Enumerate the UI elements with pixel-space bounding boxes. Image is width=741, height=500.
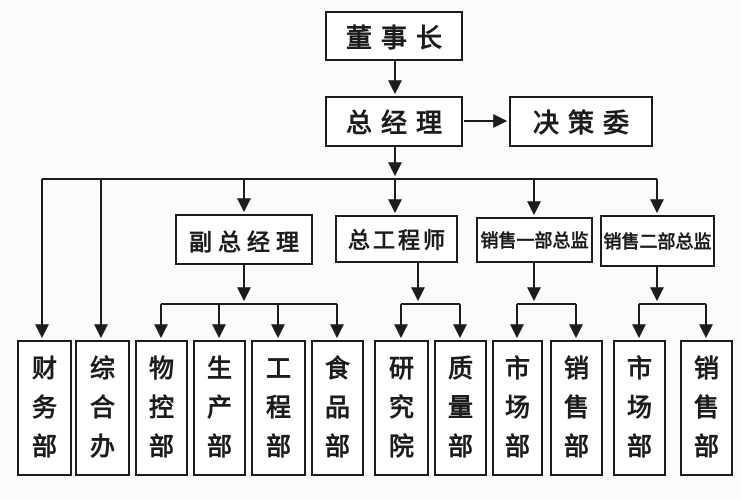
org-node-marketing-dept-2-label: 市场部: [626, 354, 652, 461]
org-node-research-institute-label: 研究院: [388, 354, 414, 461]
org-node-marketing-dept-1: 市场部: [492, 340, 543, 476]
org-node-sales-dept-2-label: 销售部: [693, 354, 719, 461]
org-node-deputy-general-manager-label: 副总经理: [189, 228, 305, 255]
org-node-sales-dept-2: 销售部: [680, 340, 733, 476]
org-node-marketing-dept-2: 市场部: [613, 340, 666, 476]
org-node-chief-engineer-label: 总工程师: [347, 228, 448, 253]
org-node-material-control-dept: 物控部: [135, 340, 188, 476]
org-node-production-dept: 生产部: [193, 340, 246, 476]
org-node-sales-dept2-director: 销售二部总监: [600, 215, 715, 267]
org-node-food-dept: 食品部: [311, 340, 364, 476]
org-node-sales-dept-1-label: 销售部: [563, 354, 589, 461]
org-node-general-office-label: 综合办: [89, 354, 115, 461]
org-node-decision-committee: 决策委: [509, 96, 653, 147]
org-node-engineering-dept-label: 工程部: [265, 354, 291, 461]
org-node-production-dept-label: 生产部: [206, 354, 232, 461]
org-node-finance-dept-label: 财务部: [31, 354, 57, 461]
org-node-sales-dept1-director-label: 销售一部总监: [480, 231, 589, 251]
org-node-general-manager: 总经理: [325, 96, 463, 147]
org-node-deputy-general-manager: 副总经理: [175, 214, 313, 265]
org-node-quality-dept: 质量部: [434, 340, 487, 476]
org-node-general-office: 综合办: [75, 340, 130, 476]
org-node-quality-dept-label: 质量部: [447, 354, 473, 461]
org-node-sales-dept-1: 销售部: [550, 340, 603, 476]
org-node-marketing-dept-1-label: 市场部: [504, 354, 530, 461]
org-node-material-control-dept-label: 物控部: [148, 354, 174, 461]
org-node-engineering-dept: 工程部: [251, 340, 306, 476]
org-node-chairman-label: 董事长: [345, 22, 451, 53]
org-node-sales-dept2-director-label: 销售二部总监: [603, 232, 712, 252]
org-node-decision-committee-label: 决策委: [532, 108, 638, 138]
org-node-finance-dept: 财务部: [17, 340, 72, 476]
org-node-research-institute: 研究院: [374, 340, 429, 476]
org-node-sales-dept1-director: 销售一部总监: [476, 217, 593, 263]
org-node-chairman: 董事长: [325, 11, 463, 61]
org-node-general-manager-label: 总经理: [345, 108, 451, 138]
org-node-chief-engineer: 总工程师: [335, 215, 458, 263]
org-node-food-dept-label: 食品部: [324, 354, 350, 461]
